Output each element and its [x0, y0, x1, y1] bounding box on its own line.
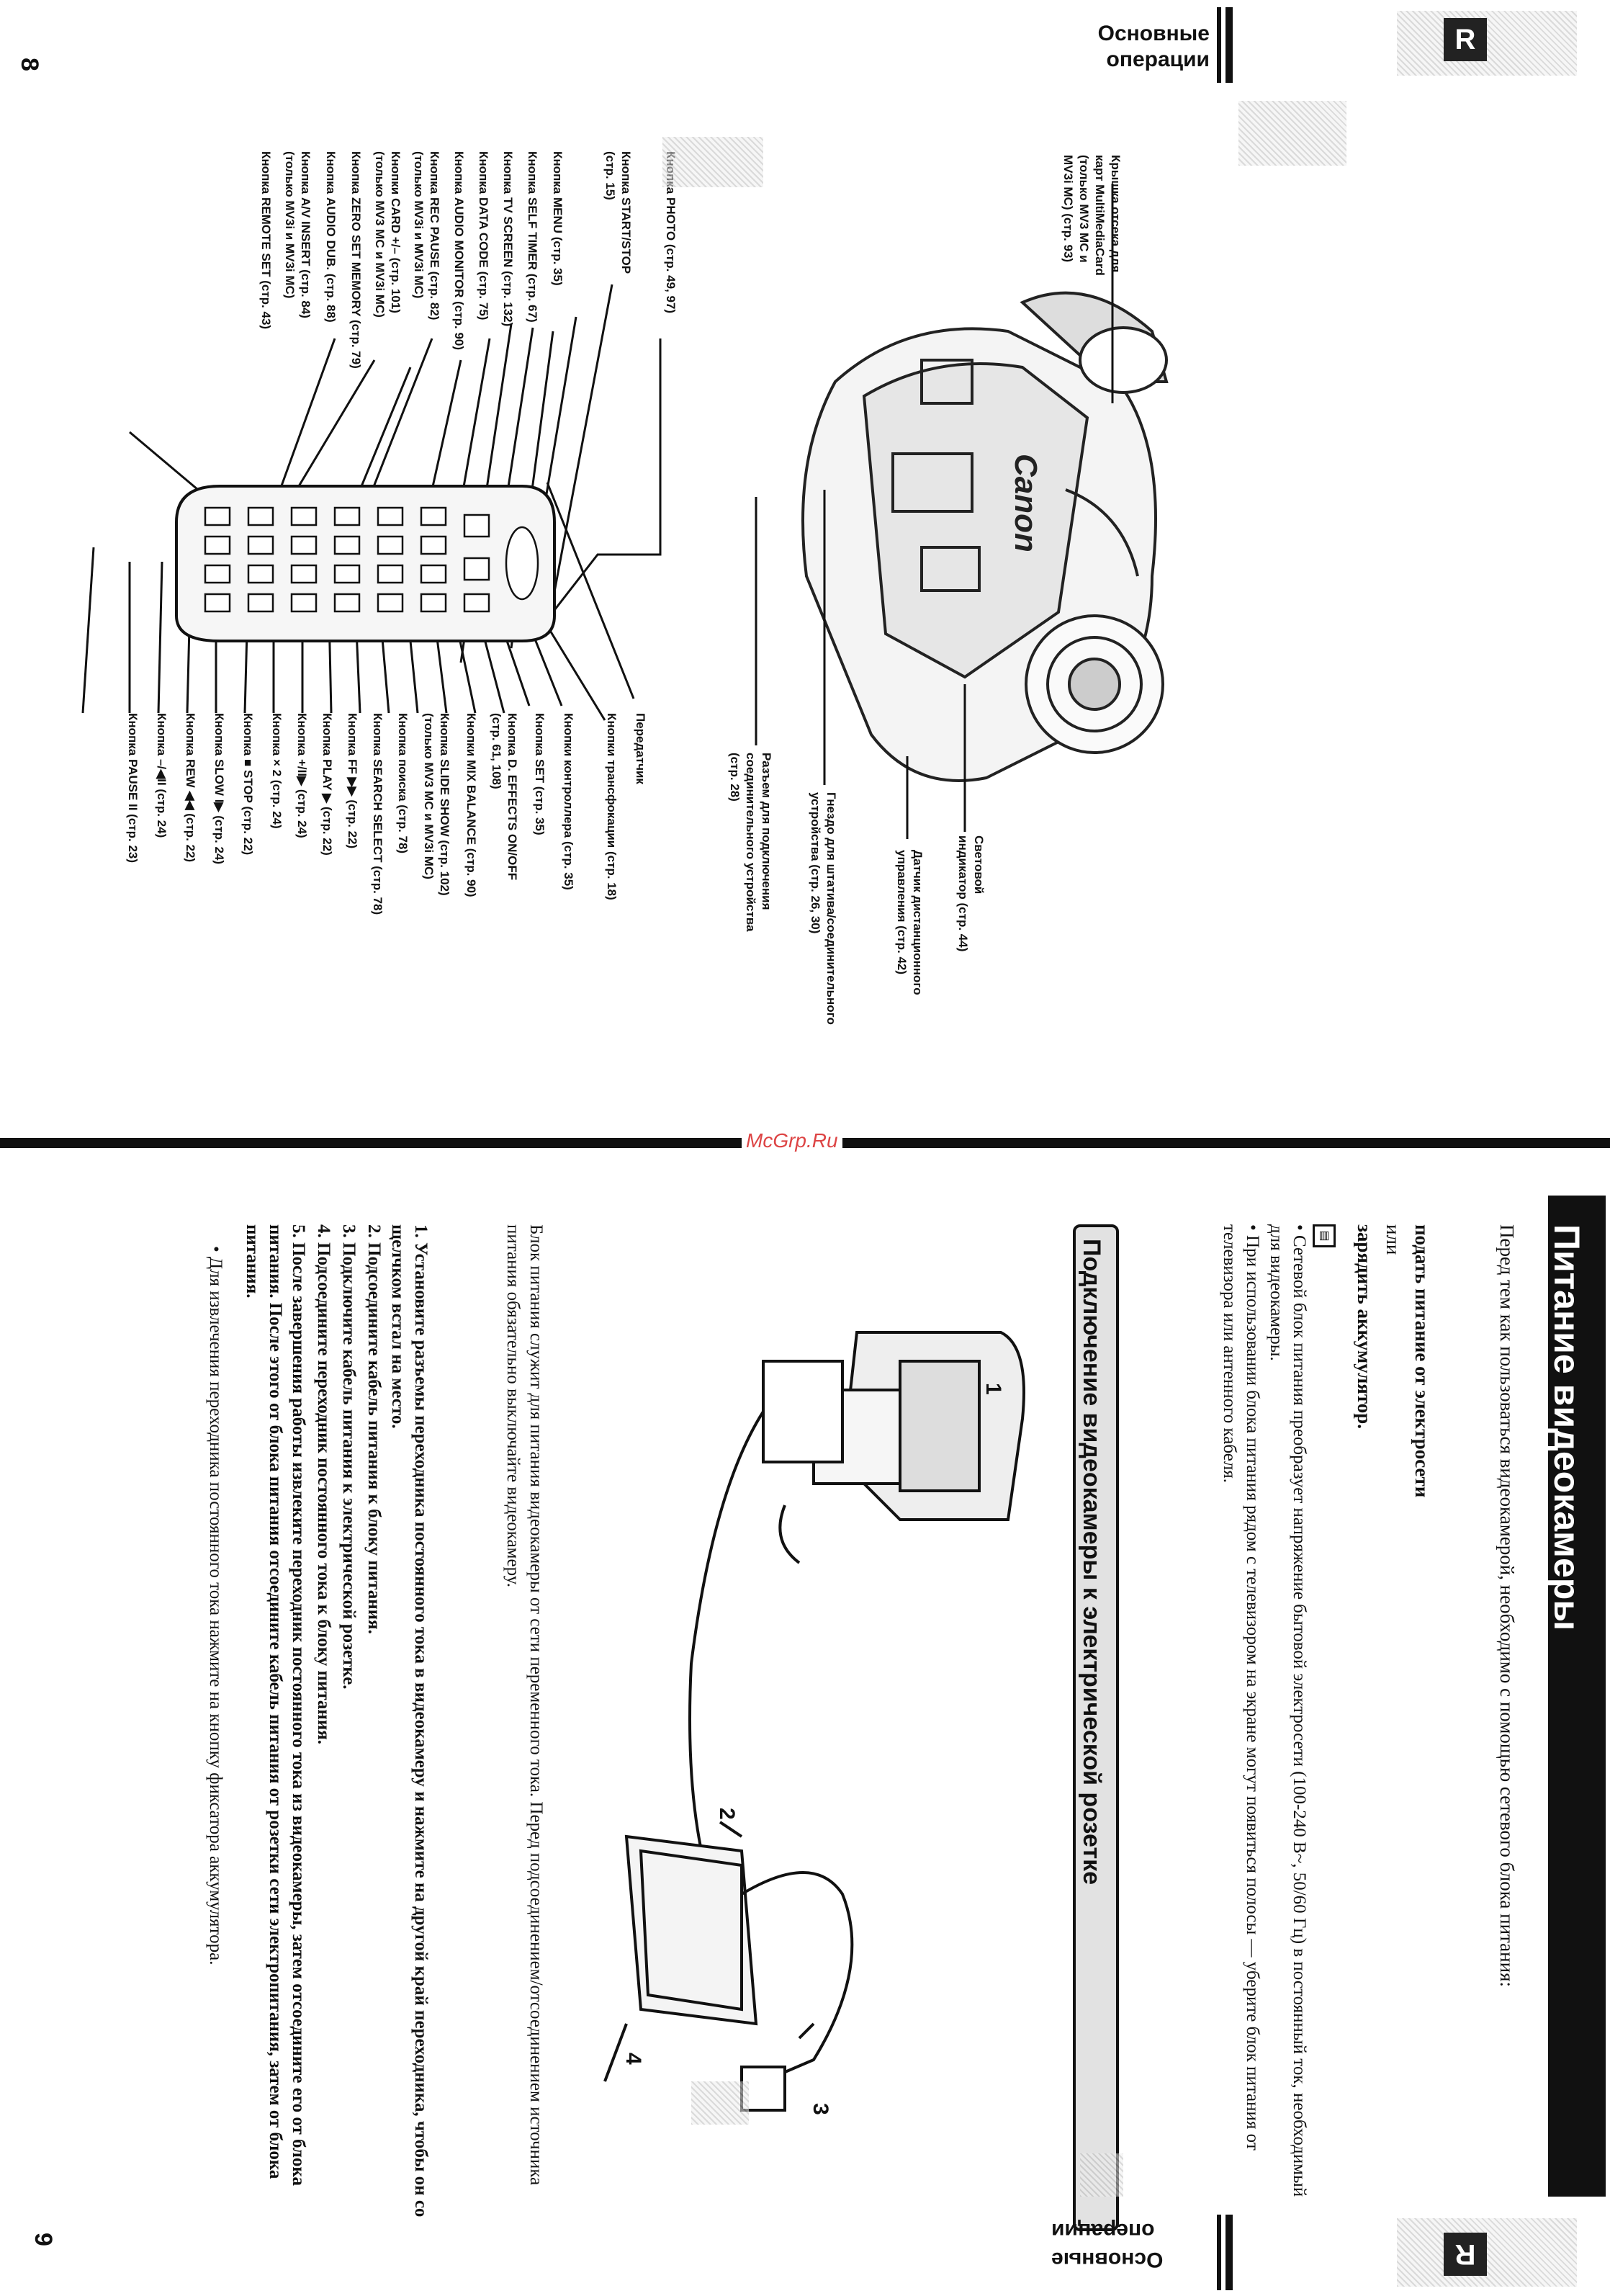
final-note: • Для извлечения переходника постоянного…: [206, 1246, 225, 1965]
power-connection-illustration: 1 2 3 4: [603, 1331, 1025, 2115]
body-paragraph: Блок питания служит для питания видеокам…: [503, 1224, 546, 2186]
subheading: Подключение видеокамеры к электрической …: [1078, 1239, 1105, 1885]
label-ff: Кнопка FF ▶▶ (стр. 22): [346, 713, 359, 849]
section-tab-line1: Основные: [1097, 22, 1210, 45]
note-2: • При использовании блока питания рядом …: [1220, 1224, 1262, 2151]
remote-controller-illustration: [175, 485, 556, 642]
page-number-9: 9: [29, 2233, 57, 2246]
section-tab-bottom-letter: R: [1444, 2233, 1487, 2276]
label-transmitter: Передатчик: [634, 713, 647, 784]
label-set: Кнопка SET (стр. 35): [533, 713, 547, 835]
label-stop: Кнопка ■ STOP (стр. 22): [241, 713, 255, 856]
intro-text: Перед тем как пользоваться видеокамерой,…: [1496, 1224, 1518, 1987]
label-data-code: Кнопка DATA CODE (стр. 75): [477, 151, 490, 320]
label-slow: Кнопка SLOW I▶ (стр. 24): [212, 713, 226, 865]
section-tab-bottom: операции Основные R: [1037, 2211, 1606, 2290]
label-remote-set: Кнопка REMOTE SET (стр. 43): [259, 151, 273, 330]
section-tab-top: Основные операции R: [1037, 7, 1606, 86]
camera-label-tripod-socket: Гнездо для штатива/соединительного устро…: [809, 792, 838, 1025]
label-mix-balance: Кнопки MIX BALANCE (стр. 90): [464, 713, 478, 897]
section-tab-letter: R: [1444, 18, 1487, 61]
label-audio-monitor: Кнопка AUDIO MONITOR (стр. 90): [452, 151, 466, 351]
section-tab-line2: операции: [1106, 48, 1210, 71]
figure-number-2: 2: [715, 1808, 739, 1820]
label-card: Кнопки CARD +/– (стр. 101) (только MV3 M…: [373, 151, 402, 318]
step-4: 4. Подсоедините переходник постоянного т…: [314, 1224, 333, 1745]
watermark: McGrp.Ru: [742, 1129, 842, 1152]
note-1: • Сетевой блок питания преобразует напря…: [1267, 1224, 1309, 2197]
section-tab-bottom-line1: операции: [1051, 2219, 1155, 2243]
label-search-select: Кнопка SEARCH SELECT (стр. 78): [371, 713, 384, 915]
label-rew: Кнопка REW ◀◀ (стр. 22): [184, 713, 197, 863]
label-audio-dub: Кнопка AUDIO DUB. (стр. 88): [324, 151, 338, 323]
camcorder-illustration: Canon: [801, 291, 1169, 782]
camera-label-indicator: Световой индикатор (стр. 44): [956, 835, 986, 952]
label-minus-frame: Кнопка –/◀II (стр. 24): [155, 713, 168, 838]
label-d-effects: Кнопка D. EFFECTS ON/OFF (стр. 61, 108): [490, 713, 519, 881]
figure-number-1: 1: [981, 1383, 1005, 1395]
label-rec-pause: Кнопка REC PAUSE (стр. 82) (только MV3i …: [412, 151, 441, 320]
step-3: 3. Подключите кабель питания к электриче…: [339, 1224, 359, 1690]
option-battery: зарядить аккумулятор.: [1354, 1224, 1375, 1430]
label-zoom: Кнопки трансфокации (стр. 18): [605, 713, 619, 900]
label-av-insert: Кнопка A/V INSERT (стр. 84) (только MV3i…: [283, 151, 312, 318]
figure-number-4: 4: [621, 2053, 645, 2065]
step-2: 2. Подсоедините кабель питания к блоку п…: [364, 1224, 384, 1634]
label-play: Кнопка PLAY ▶ (стр. 22): [320, 713, 334, 856]
or-word: или: [1382, 1224, 1404, 1255]
label-controller: Кнопки контроллера (стр. 35): [562, 713, 575, 890]
page-title: Питание видеокамеры: [1547, 1224, 1587, 1631]
label-pause: Кнопка PAUSE II (стр. 23): [126, 713, 140, 864]
label-zero-set: Кнопка ZERO SET MEMORY (стр. 79): [349, 151, 363, 369]
camera-label-connector: Разъем для подключения соединительного у…: [728, 753, 773, 932]
label-start-stop: Кнопка START/STOP (стр. 15): [603, 151, 633, 274]
label-plus-frame: Кнопка +/II▶ (стр. 24): [295, 713, 309, 838]
note-icon: ▤: [1313, 1224, 1336, 1247]
title-bar: [1548, 1196, 1606, 2197]
subheading-box: [1073, 1224, 1119, 2231]
step-1: 1. Установите разъемы переходника постоя…: [388, 1224, 431, 2217]
camera-brand-logo: Canon: [1008, 454, 1043, 552]
label-slide-show: Кнопка SLIDE SHOW (стр. 102) (только MV3…: [422, 713, 451, 896]
option-mains: подать питание от электросети: [1411, 1224, 1433, 1498]
label-tv-screen: Кнопка TV SCREEN (стр. 132): [501, 151, 515, 327]
section-tab-bottom-line2: Основные: [1051, 2248, 1164, 2272]
figure-number-3: 3: [809, 2103, 832, 2115]
step-5: 5. После завершения работы извлеките пер…: [243, 1224, 308, 2186]
label-menu: Кнопка MENU (стр. 35): [551, 151, 565, 286]
label-self-timer: Кнопка SELF TIMER (стр. 67): [526, 151, 539, 323]
camera-label-card-cover: Крышка отсека для карт MultiMediaCard (т…: [1061, 155, 1123, 276]
label-x2: Кнопка × 2 (стр. 24): [270, 713, 284, 829]
camera-label-remote-sensor: Датчик дистанционного управления (стр. 4…: [895, 850, 925, 995]
label-search: Кнопка поиска (стр. 78): [396, 713, 410, 854]
